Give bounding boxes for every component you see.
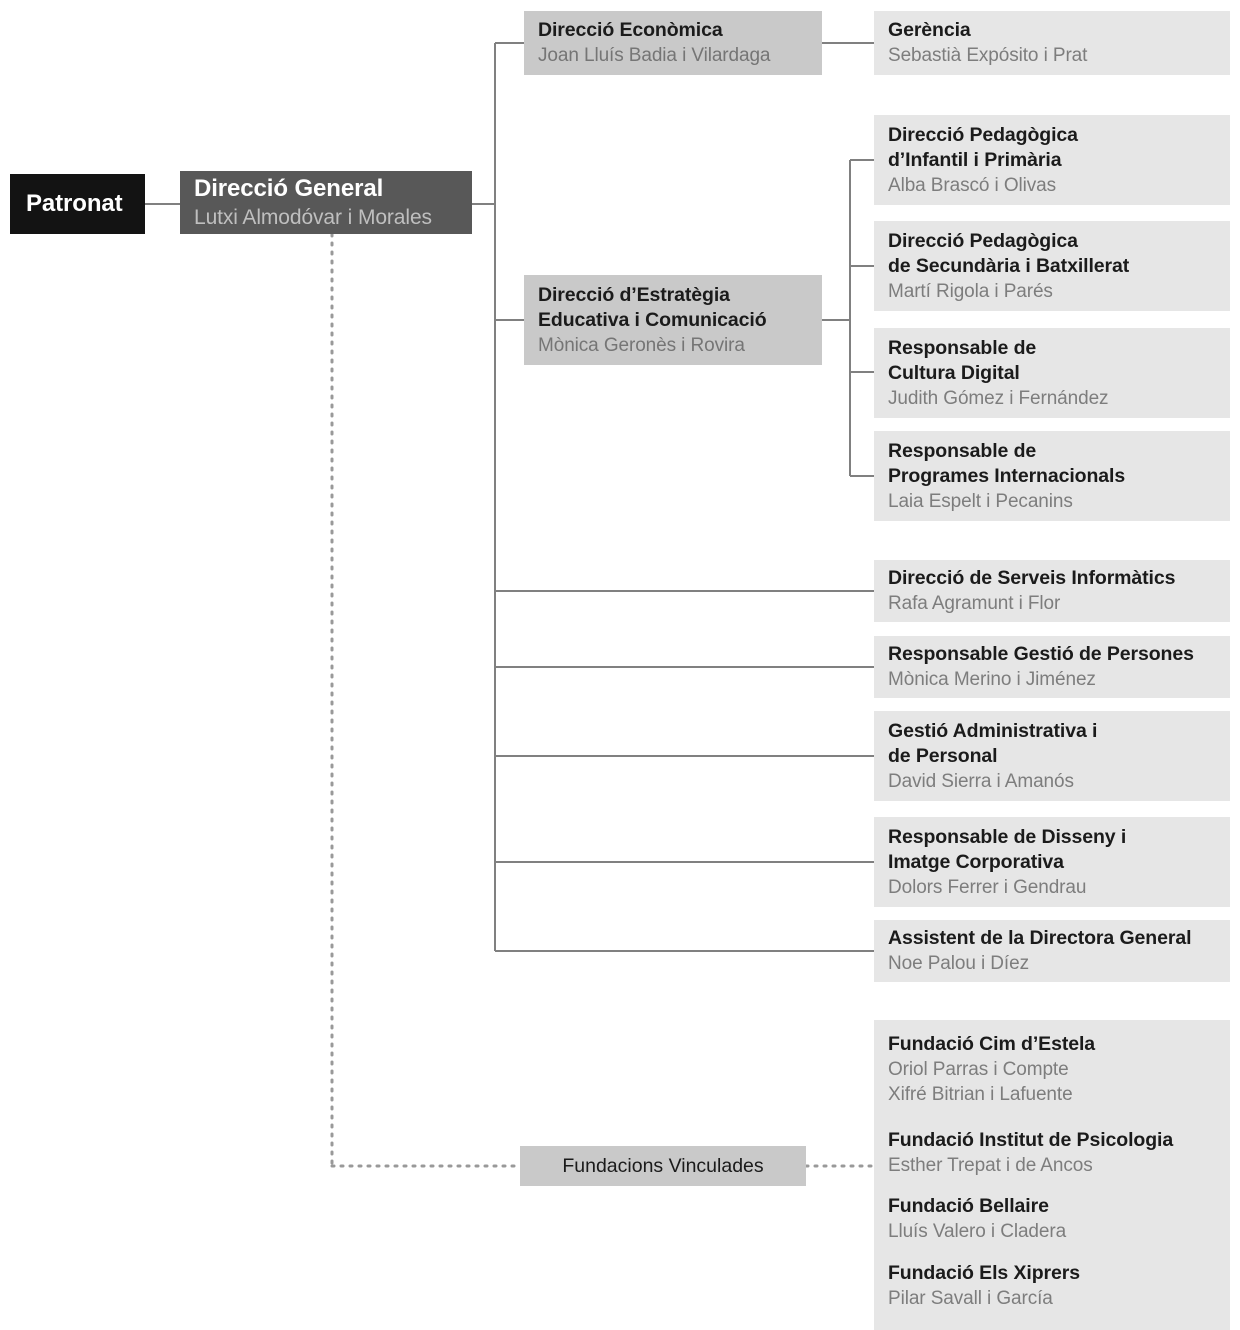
node-direccio-estrategia-title-line1: Direcció d’Estratègia [538, 283, 730, 306]
node-gestio-administrativa-title-line2: de Personal [888, 744, 998, 767]
node-gestio-administrativa-person: David Sierra i Amanós [888, 770, 1074, 792]
node-gestio-administrativa-title-line1: Gestió Administrativa i [888, 719, 1098, 742]
node-programes-internacionals-title-line1: Responsable de [888, 439, 1037, 462]
node-cultura-digital-title-line2: Cultura Digital [888, 361, 1020, 384]
node-fundacio-bellaire-title: Fundació Bellaire [888, 1195, 1049, 1217]
node-serveis-informatics-person: Rafa Agramunt i Flor [888, 593, 1061, 614]
node-serveis-informatics[interactable]: Direcció de Serveis Informàtics Rafa Agr… [874, 560, 1230, 622]
node-programes-internacionals-title-line2: Programes Internacionals [888, 464, 1126, 487]
node-fundacio-els-xiprers-person: Pilar Savall i García [888, 1288, 1053, 1309]
node-gerencia[interactable]: Gerència Sebastià Expósito i Prat [874, 11, 1230, 75]
node-fundacio-els-xiprers-title: Fundació Els Xiprers [888, 1262, 1080, 1284]
node-fundacions-vinculades-title: Fundacions Vinculades [562, 1154, 764, 1177]
node-gestio-persones[interactable]: Responsable Gestió de Persones Mònica Me… [874, 636, 1230, 698]
node-pedagogica-infantil-person: Alba Brascó i Olivas [888, 174, 1057, 196]
node-pedagogica-secundaria-title-line1: Direcció Pedagògica [888, 229, 1078, 252]
node-pedagogica-infantil[interactable]: Direcció Pedagògica d’Infantil i Primàri… [874, 115, 1230, 205]
node-direccio-general-person: Lutxi Almodóvar i Morales [194, 206, 432, 229]
node-direccio-estrategia-person: Mònica Geronès i Rovira [538, 334, 745, 356]
node-cultura-digital-person: Judith Gómez i Fernández [888, 387, 1109, 409]
fundacions-panel [874, 1020, 1230, 1330]
node-direccio-estrategia-title-line2: Educativa i Comunicació [538, 308, 767, 331]
node-disseny-imatge-title-line2: Imatge Corporativa [888, 850, 1064, 873]
node-pedagogica-secundaria-title-line2: de Secundària i Batxillerat [888, 254, 1130, 277]
node-disseny-imatge-title-line1: Responsable de Disseny i [888, 825, 1127, 848]
node-gestio-persones-person: Mònica Merino i Jiménez [888, 669, 1096, 690]
node-disseny-imatge[interactable]: Responsable de Disseny i Imatge Corporat… [874, 817, 1230, 907]
node-assistent-direccio-title: Assistent de la Directora General [888, 927, 1192, 949]
node-direccio-general-title: Direcció General [194, 175, 384, 202]
node-fundacio-cim-estela-person1: Oriol Parras i Compte [888, 1059, 1069, 1080]
node-direccio-general[interactable]: Direcció General Lutxi Almodóvar i Moral… [180, 171, 472, 234]
node-serveis-informatics-title: Direcció de Serveis Informàtics [888, 567, 1176, 589]
node-gerencia-title: Gerència [888, 19, 971, 41]
node-fundacio-cim-estela-person2: Xifré Bitrian i Lafuente [888, 1084, 1073, 1105]
node-fundacio-cim-estela-title: Fundació Cim d’Estela [888, 1033, 1096, 1055]
node-fundacio-institut-psicologia[interactable]: Fundació Institut de Psicologia Esther T… [874, 1122, 1230, 1184]
node-programes-internacionals[interactable]: Responsable de Programes Internacionals … [874, 431, 1230, 521]
node-fundacio-bellaire-person: Lluís Valero i Cladera [888, 1221, 1067, 1242]
node-assistent-direccio[interactable]: Assistent de la Directora General Noe Pa… [874, 920, 1230, 982]
node-patronat-title: Patronat [26, 190, 123, 217]
node-direccio-economica-title: Direcció Econòmica [538, 19, 723, 41]
node-cultura-digital[interactable]: Responsable de Cultura Digital Judith Gó… [874, 328, 1230, 418]
node-fundacio-institut-psicologia-person: Esther Trepat i de Ancos [888, 1155, 1093, 1176]
node-pedagogica-infantil-title-line1: Direcció Pedagògica [888, 123, 1078, 146]
node-gestio-administrativa[interactable]: Gestió Administrativa i de Personal Davi… [874, 711, 1230, 801]
node-direccio-economica-person: Joan Lluís Badia i Vilardaga [538, 45, 771, 66]
node-direccio-estrategia[interactable]: Direcció d’Estratègia Educativa i Comuni… [524, 275, 822, 365]
node-pedagogica-infantil-title-line2: d’Infantil i Primària [888, 148, 1062, 171]
node-direccio-economica[interactable]: Direcció Econòmica Joan Lluís Badia i Vi… [524, 11, 822, 75]
node-pedagogica-secundaria[interactable]: Direcció Pedagògica de Secundària i Batx… [874, 221, 1230, 311]
node-fundacio-bellaire[interactable]: Fundació Bellaire Lluís Valero i Cladera [874, 1188, 1230, 1250]
node-gerencia-person: Sebastià Expósito i Prat [888, 45, 1088, 66]
node-programes-internacionals-person: Laia Espelt i Pecanins [888, 490, 1073, 512]
node-fundacio-institut-psicologia-title: Fundació Institut de Psicologia [888, 1129, 1174, 1151]
node-gestio-persones-title: Responsable Gestió de Persones [888, 643, 1194, 665]
node-patronat[interactable]: Patronat [10, 174, 145, 234]
node-fundacions-vinculades[interactable]: Fundacions Vinculades [520, 1146, 806, 1186]
node-fundacio-cim-estela[interactable]: Fundació Cim d’Estela Oriol Parras i Com… [874, 1022, 1230, 1117]
node-fundacio-els-xiprers[interactable]: Fundació Els Xiprers Pilar Savall i Garc… [874, 1255, 1230, 1317]
node-assistent-direccio-person: Noe Palou i Díez [888, 953, 1029, 974]
node-disseny-imatge-person: Dolors Ferrer i Gendrau [888, 876, 1087, 898]
node-cultura-digital-title-line1: Responsable de [888, 336, 1037, 359]
node-pedagogica-secundaria-person: Martí Rigola i Parés [888, 280, 1053, 302]
